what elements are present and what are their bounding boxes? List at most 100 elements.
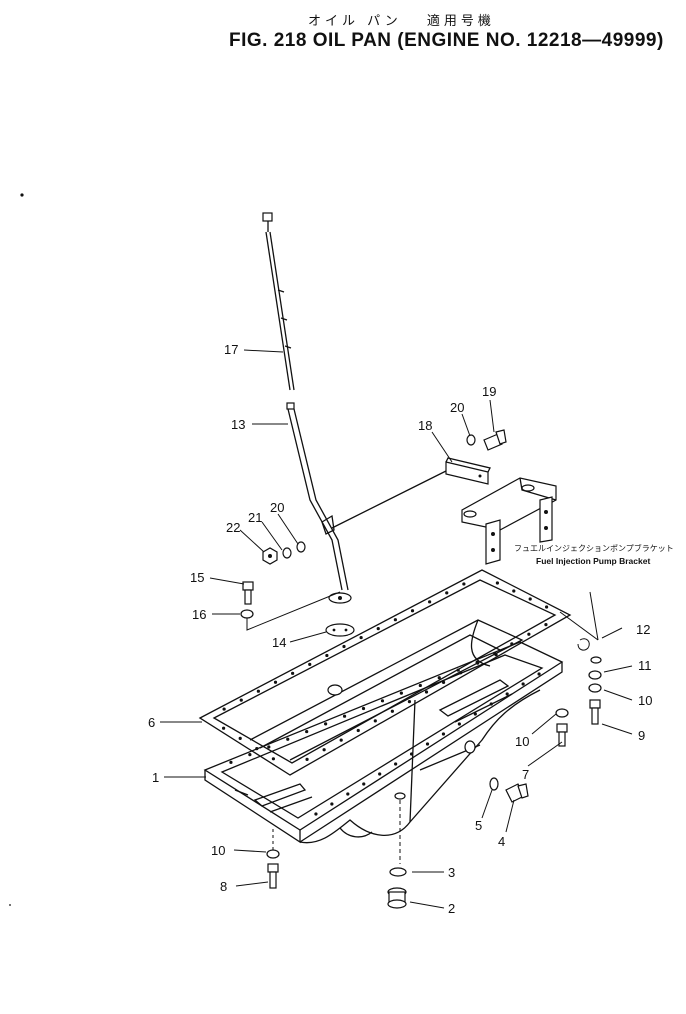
washer-20	[296, 541, 306, 553]
annotation-japanese: フュエルインジェクションポンプブラケット	[514, 543, 674, 553]
flange-bolt-hole	[314, 812, 318, 816]
flange-bolt-hole	[286, 737, 290, 741]
callout-10: 10	[515, 734, 529, 749]
flange-bolt-hole	[376, 627, 380, 631]
flange-bolt-hole	[248, 753, 252, 757]
callout-16: 16	[192, 607, 206, 622]
callout-11: 11	[638, 658, 652, 673]
flange-bolt-hole	[537, 672, 541, 676]
flange-bolt-hole	[373, 719, 377, 723]
flange-bolt-hole	[222, 726, 226, 730]
callout-2: 2	[448, 901, 455, 916]
flange-bolt-hole	[342, 644, 346, 649]
dipstick-guide-tube	[286, 402, 449, 604]
callout-6: 6	[148, 715, 155, 730]
flange-bolt-hole	[521, 682, 525, 686]
flange-bolt-hole	[239, 698, 243, 702]
speck	[9, 904, 11, 906]
flange-bolt-hole	[291, 671, 295, 675]
nut-22	[262, 547, 278, 565]
flange-bolt-hole	[390, 709, 394, 713]
callout-12: 12	[636, 622, 650, 637]
washer-11	[588, 670, 602, 680]
oring-12	[577, 638, 590, 651]
flange-bolt-hole	[305, 729, 309, 734]
flange-bolt-hole	[545, 605, 549, 609]
flange-bolt-hole	[459, 671, 463, 675]
callout-5: 5	[475, 818, 482, 833]
leader-connector	[589, 591, 599, 641]
washer-16	[240, 609, 254, 619]
flange-bolt-hole	[441, 680, 446, 684]
callout-10: 10	[638, 693, 652, 708]
plug-4	[505, 783, 529, 803]
flange-bolt-hole	[330, 802, 334, 806]
dipstick	[262, 212, 295, 391]
flange-bolt-hole	[362, 782, 366, 786]
gasket-14	[325, 623, 355, 637]
leader-connector	[246, 591, 341, 631]
flange-bolt-hole	[410, 609, 415, 613]
flange-bolt-hole	[441, 732, 446, 736]
flange-bolt-hole	[222, 707, 226, 711]
oil-pan-gasket	[198, 569, 572, 776]
flange-bolt-hole	[255, 747, 259, 751]
flange-bolt-hole	[271, 757, 275, 761]
bolt-7	[556, 723, 568, 747]
flange-bolt-hole	[380, 699, 385, 703]
flange-bolt-hole	[325, 653, 329, 658]
flange-bolt-hole	[505, 692, 509, 696]
flange-bolt-hole	[407, 700, 412, 704]
flange-bolt-hole	[256, 689, 260, 693]
flange-bolt-hole	[527, 632, 531, 636]
flange-bolt-hole	[267, 745, 271, 749]
drain-plug-2	[387, 887, 407, 909]
flange-bolt-hole	[425, 742, 430, 746]
bolt-8	[267, 863, 279, 889]
callout-14: 14	[272, 635, 286, 650]
flange-bolt-hole	[437, 676, 441, 680]
flange-bolt-hole	[356, 728, 360, 733]
callout-1: 1	[152, 770, 159, 785]
flange-bolt-hole	[361, 706, 366, 711]
washer-5	[489, 777, 499, 791]
callout-22: 22	[226, 520, 240, 535]
flange-bolt-hole	[342, 714, 347, 718]
part-12	[590, 656, 602, 664]
flange-bolt-hole	[339, 738, 343, 742]
flange-bolt-hole	[305, 757, 309, 761]
callout-3: 3	[448, 865, 455, 880]
drain-boss	[327, 684, 343, 696]
callout-19: 19	[482, 384, 496, 399]
flange-bolt-hole	[489, 702, 493, 706]
flange-bolt-hole	[418, 683, 422, 688]
callout-21: 21	[248, 510, 262, 525]
bolt-15	[242, 581, 254, 605]
flange-bolt-hole	[378, 772, 382, 776]
annotation-english: Fuel Injection Pump Bracket	[536, 556, 650, 566]
callout-7: 7	[522, 767, 529, 782]
flange-bolt-hole	[424, 690, 429, 694]
callout-9: 9	[638, 728, 645, 743]
oil-pan	[203, 641, 564, 844]
callout-18: 18	[418, 418, 432, 433]
flange-bolt-hole	[495, 581, 499, 585]
fuel-injection-pump-bracket	[461, 477, 557, 565]
flange-bolt-hole	[273, 680, 278, 684]
flange-bolt-hole	[528, 597, 532, 601]
callout-4: 4	[498, 834, 505, 849]
drain-hole	[394, 792, 406, 800]
flange-bolt-hole	[308, 662, 312, 666]
callout-20: 20	[270, 500, 284, 515]
flange-bolt-hole	[399, 691, 403, 695]
flange-bolt-hole	[238, 736, 242, 741]
callout-13: 13	[231, 417, 245, 432]
washer-10	[588, 683, 602, 693]
flange-bolt-hole	[445, 591, 449, 595]
flange-bolt-hole	[409, 752, 414, 756]
flange-bolt-hole	[510, 642, 514, 646]
flange-bolt-hole	[512, 589, 516, 593]
washer-10	[555, 708, 569, 718]
speck	[20, 193, 24, 197]
